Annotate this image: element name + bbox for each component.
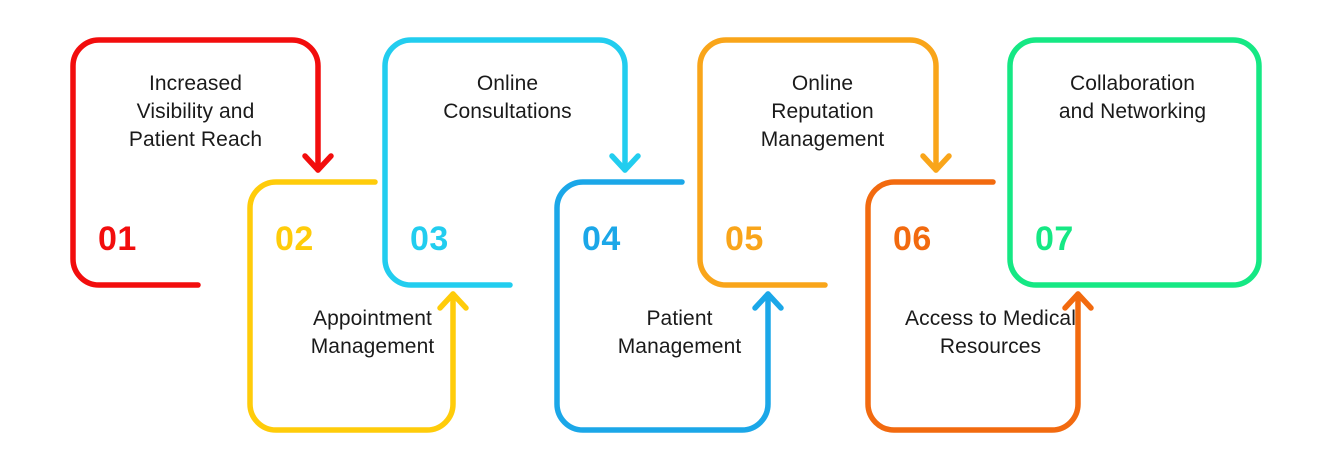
arrow-down-icon [920, 153, 952, 173]
step-number-03: 03 [410, 220, 449, 258]
step-label-04: Patient Management [617, 307, 742, 358]
step-card-01[interactable] [70, 37, 334, 288]
step-number-07: 07 [1035, 220, 1074, 258]
step-number-01: 01 [98, 220, 137, 258]
step-number-05: 05 [725, 220, 764, 258]
arrow-down-icon [302, 153, 334, 173]
step-label-05: Online Reputation Management [760, 72, 885, 151]
step-card-04[interactable] [554, 179, 784, 433]
step-card-05[interactable] [697, 37, 952, 288]
step-label-06: Access to Medical Resources [905, 307, 1076, 358]
step-number-06: 06 [893, 220, 932, 258]
step-card-06[interactable] [865, 179, 1094, 433]
step-label-03: Online Consultations [443, 72, 572, 123]
step-number-02: 02 [275, 220, 314, 258]
step-label-02: Appointment Management [310, 307, 435, 358]
arrow-up-icon [437, 291, 469, 311]
step-card-03[interactable] [382, 37, 641, 288]
card-outline [865, 179, 1081, 433]
card-outline [697, 37, 939, 288]
step-card-02[interactable] [247, 179, 469, 433]
arrow-up-icon [752, 291, 784, 311]
step-label-01: Increased Visibility and Patient Reach [128, 72, 263, 151]
arrow-down-icon [609, 153, 641, 173]
card-outline [382, 37, 628, 288]
step-label-07: Collaboration and Networking [1058, 72, 1207, 123]
step-card-07[interactable] [1007, 37, 1262, 288]
arrow-up-icon [1062, 291, 1094, 311]
step-number-04: 04 [582, 220, 621, 258]
card-outline [1007, 37, 1262, 288]
card-outline [247, 179, 456, 433]
card-outline [70, 37, 321, 288]
card-outline [554, 179, 771, 433]
